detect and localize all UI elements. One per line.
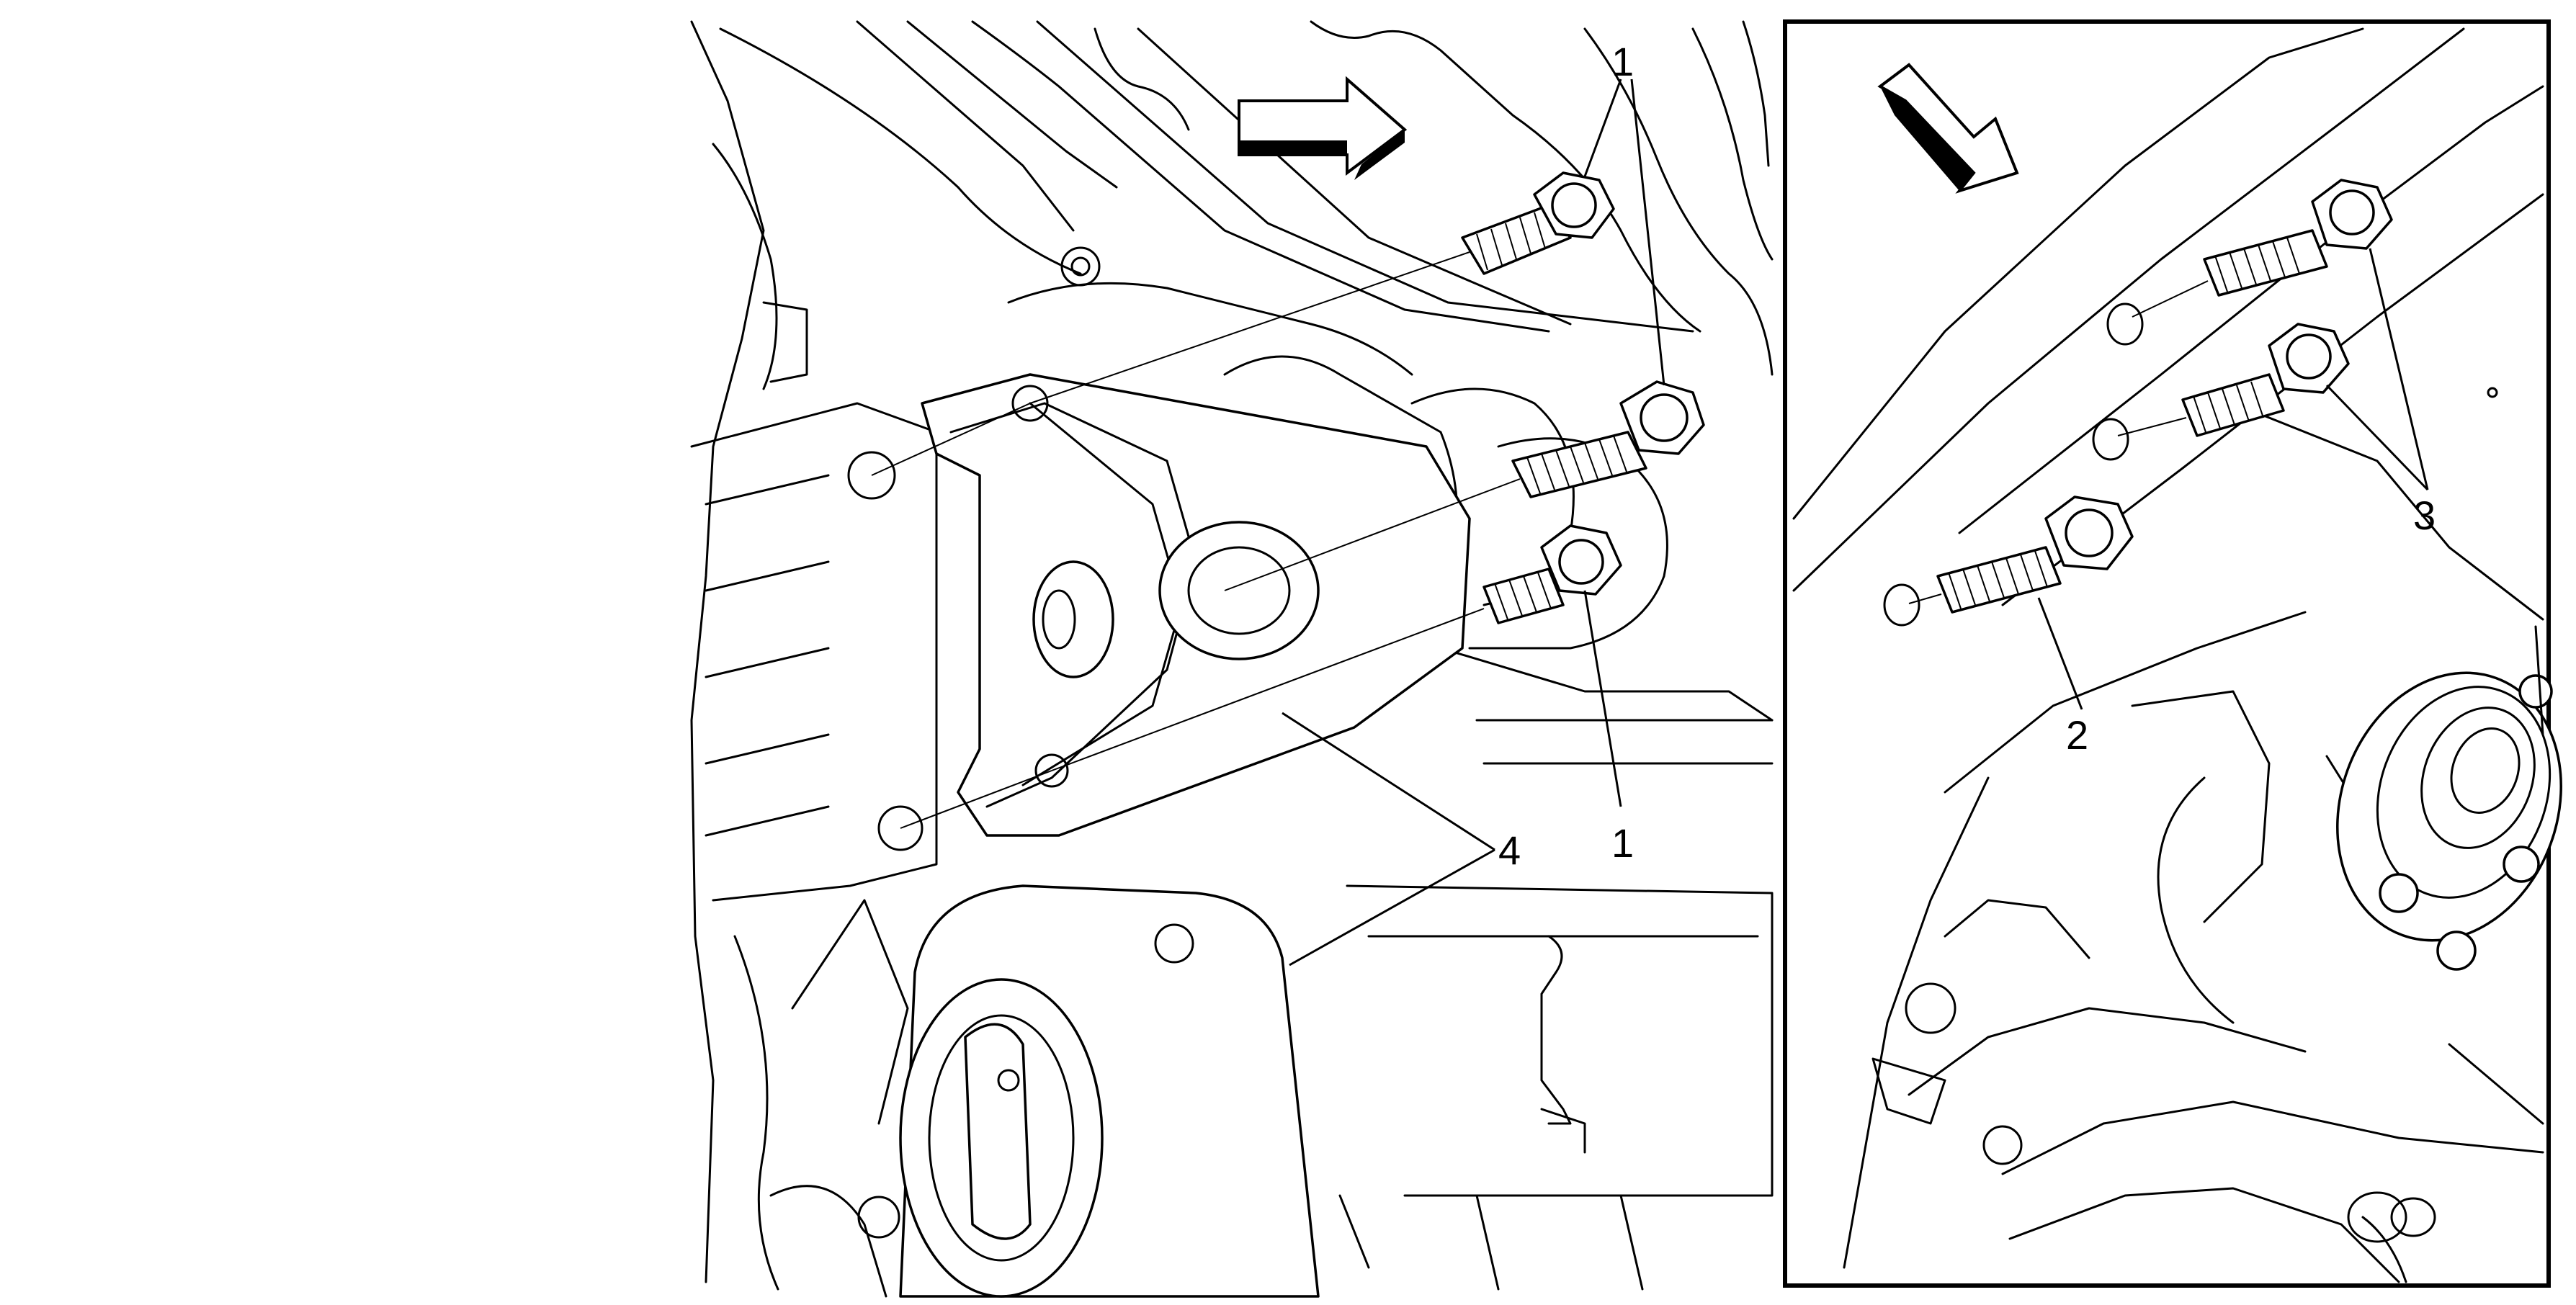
leader-1-upper-b [1630,79,1665,386]
callout-3: 3 [2413,493,2436,538]
detail-alignment [1883,280,2209,627]
engine-mount-bracket [847,373,1471,851]
detail-bolt-upper [2203,179,2393,297]
detail-view-frame [1783,19,2551,1288]
harmonic-balancer [2336,625,2562,971]
leader-3-a [2369,248,2429,490]
callout-4: 4 [1498,828,1521,873]
mount-bolt-middle [1511,380,1705,498]
leader-3-b [2325,384,2429,491]
callout-1-bottom: 1 [1611,820,1634,866]
leader-4-b [1289,848,1495,967]
leader-2 [2037,597,2083,710]
main-view: 1 1 4 [690,20,1774,1298]
detail-bolt-middle [2181,323,2350,437]
detail-bolt-lower [1936,495,2134,614]
leader-4-a [1282,712,1495,851]
callout-1-top: 1 [1611,39,1634,84]
bolt-alignment-lines [871,251,1521,829]
detail-view: 2 3 [1783,19,2562,1288]
mount-bolt-lower [1482,524,1622,624]
idler-pulley [769,884,1320,1298]
right-arrow-icon [1238,76,1408,180]
down-right-arrow-icon [1877,63,2019,194]
leader-1-lower [1583,590,1622,807]
mount-bolt-upper [1461,171,1615,275]
leader-1-upper-a [1583,79,1622,177]
callout-2: 2 [2066,712,2088,758]
